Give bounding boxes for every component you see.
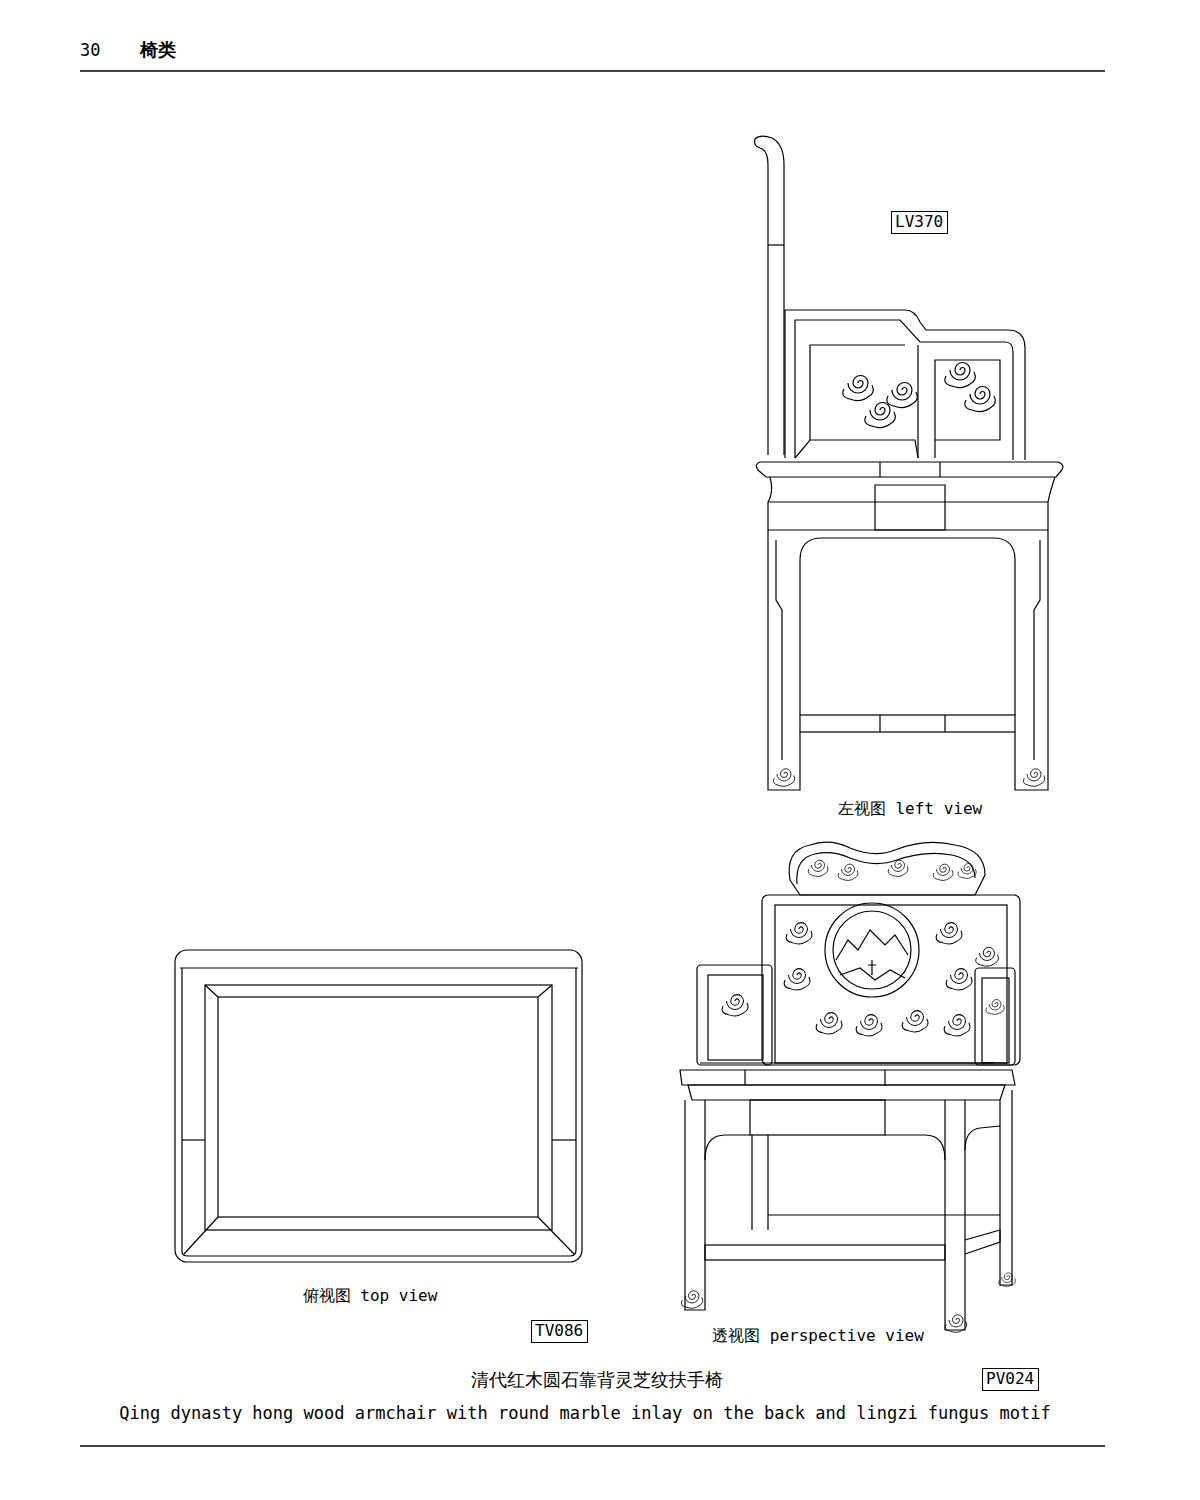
view-label: 左视图 left view — [838, 799, 982, 818]
page-number: 30 — [80, 40, 100, 60]
drawing-code-box: TV086 — [531, 1320, 588, 1343]
header-rule — [80, 70, 1105, 72]
view-label: 俯视图 top view — [303, 1286, 438, 1305]
section-heading: 椅类 — [140, 39, 176, 61]
english-caption: Qing dynasty hong wood armchair with rou… — [119, 1403, 1050, 1423]
page-rules — [80, 71, 1105, 1446]
chinese-title: 清代红木圆石靠背灵芝纹扶手椅 — [471, 1369, 723, 1391]
drawing-code-box: LV370 — [891, 211, 948, 234]
drawing-code-box: PV024 — [982, 1368, 1039, 1391]
drawing-code: TV086 — [535, 1322, 584, 1340]
view-label: 透视图 perspective view — [712, 1326, 924, 1345]
perspective-view-drawing — [680, 842, 1020, 1332]
top-view-drawing — [175, 950, 582, 1262]
left-view-drawing — [755, 136, 1063, 790]
drawing-code: LV370 — [895, 213, 944, 231]
drawing-code: PV024 — [986, 1370, 1035, 1388]
footer-rule — [80, 1445, 1105, 1447]
